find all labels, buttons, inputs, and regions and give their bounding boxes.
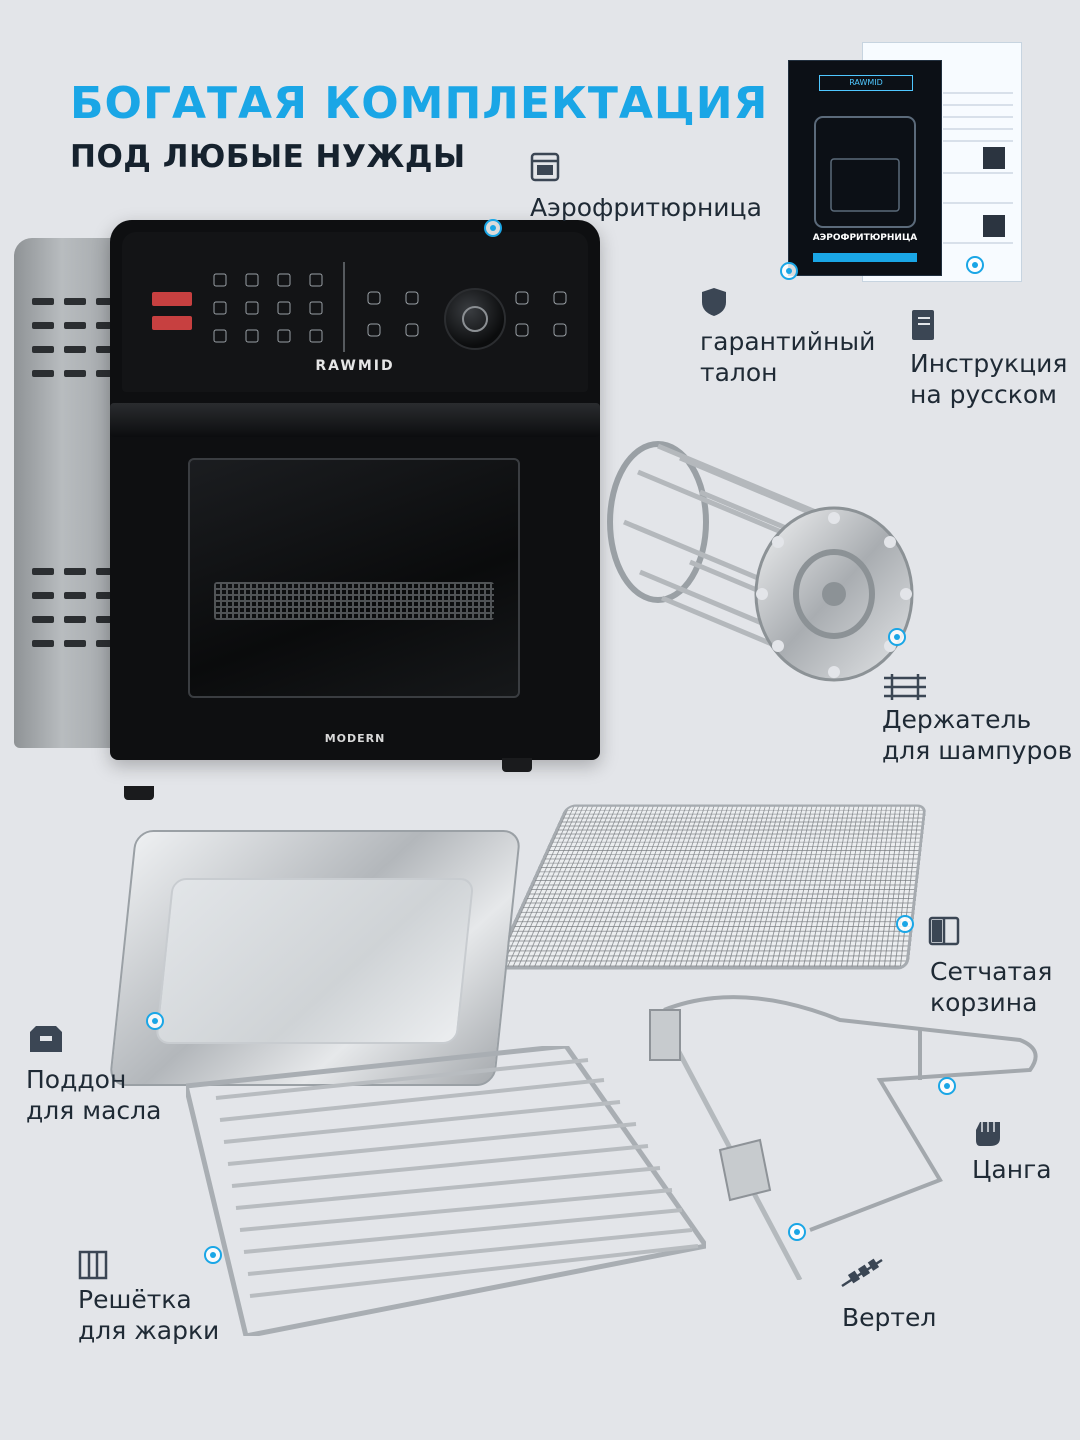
oil-tray-inner bbox=[155, 878, 474, 1044]
grill-rack-marker[interactable] bbox=[204, 1246, 222, 1264]
grill-icon bbox=[78, 1250, 108, 1280]
spit-marker[interactable] bbox=[788, 1223, 806, 1241]
oil-tray-marker[interactable] bbox=[146, 1012, 164, 1030]
manual-brand: RAWMID bbox=[819, 75, 913, 91]
oven-foot bbox=[124, 786, 154, 800]
grill-rack-label: Решётка для жарки bbox=[78, 1284, 219, 1346]
mesh-basket-marker[interactable] bbox=[896, 915, 914, 933]
warranty-marker[interactable] bbox=[780, 262, 798, 280]
tongs-marker[interactable] bbox=[938, 1077, 956, 1095]
manual-label: Инструкция на русском bbox=[910, 348, 1067, 410]
mesh-basket-image bbox=[492, 804, 927, 969]
tray-icon bbox=[26, 1024, 66, 1054]
mesh-basket-label: Сетчатая корзина bbox=[930, 956, 1052, 1018]
headline: БОГАТАЯ КОМПЛЕКТАЦИЯ bbox=[70, 82, 768, 126]
manual-title: АЭРОФРИТЮРНИЦА bbox=[797, 233, 933, 243]
skewers-icon bbox=[882, 672, 928, 702]
warranty-label: гарантийный талон bbox=[700, 326, 875, 388]
instruction-manual-image: RAWMID АЭРОФРИТЮРНИЦА bbox=[788, 60, 942, 276]
manual-accent-bar bbox=[813, 253, 917, 262]
control-knob bbox=[444, 288, 506, 350]
oven-door-handle bbox=[110, 403, 600, 437]
glove-icon bbox=[972, 1118, 1004, 1150]
manual-marker[interactable] bbox=[966, 256, 984, 274]
oven-icon bbox=[530, 152, 560, 182]
airfryer-label: Аэрофритюрница bbox=[530, 192, 762, 223]
spit-label: Вертел bbox=[842, 1302, 936, 1333]
skewer-holder-label: Держатель для шампуров bbox=[882, 704, 1072, 766]
book-icon bbox=[910, 308, 936, 342]
open-book-icon bbox=[928, 914, 960, 948]
oven-brand: RAWMID bbox=[110, 358, 600, 374]
airfryer-oven-image: RAWMID MODERN bbox=[14, 218, 596, 788]
shield-icon bbox=[700, 286, 728, 318]
oven-window bbox=[188, 458, 520, 698]
subheadline: ПОД ЛЮБЫЕ НУЖДЫ bbox=[70, 142, 466, 173]
oven-foot bbox=[502, 758, 532, 772]
oven-front: RAWMID MODERN bbox=[110, 220, 600, 760]
spit-icon bbox=[840, 1258, 884, 1288]
airfryer-marker[interactable] bbox=[484, 219, 502, 237]
oven-inner-basket bbox=[214, 582, 494, 620]
control-panel-graphics bbox=[122, 232, 588, 362]
oven-model: MODERN bbox=[110, 732, 600, 745]
skewer-holder-marker[interactable] bbox=[888, 628, 906, 646]
skewer-holder-image bbox=[600, 422, 930, 692]
oil-tray-label: Поддон для масла bbox=[26, 1064, 161, 1126]
tongs-label: Цанга bbox=[972, 1154, 1052, 1185]
